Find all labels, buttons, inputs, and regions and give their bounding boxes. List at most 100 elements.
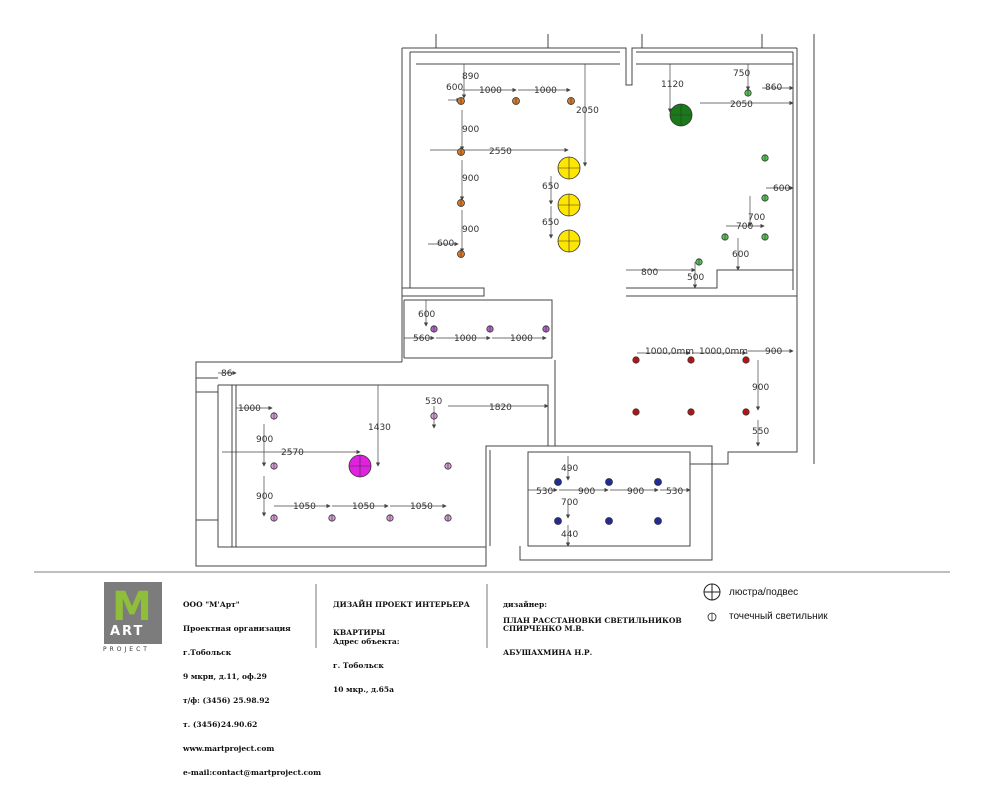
dim-label: 600 [437,239,454,249]
dim-label: 1000 [510,334,533,344]
spotlight-orange [512,97,520,105]
dim-label: 900 [765,347,782,357]
spotlight-pink [444,514,452,522]
dim-label: 500 [687,273,704,283]
dim-label: 650 [542,218,559,228]
dim-label: 700 [736,222,753,232]
sheet-title: ПЛАН РАССТАНОВКИ СВЕТИЛЬНИКОВ [503,616,682,625]
dim-label: 2050 [730,100,753,110]
spotlight-red [742,356,750,364]
company-line: г.Тобольск [183,648,232,657]
logo-art: ART [110,624,145,639]
dim-label: 900 [462,225,479,235]
chandelier-magenta [348,454,372,478]
logo-project: PROJECT [103,646,150,653]
spotlight-violet [430,325,438,333]
dim-label: 600 [446,83,463,93]
dim-label: 600 [418,310,435,320]
address-line: 10 мкр., д.65а [333,685,394,694]
spotlight-pink [430,412,438,420]
dim-label: 1000,0mm [645,347,694,357]
designer-line: дизайнер: [503,600,548,609]
fixtures [270,89,769,525]
spotlight-green [761,194,769,202]
spotlight-red [632,408,640,416]
dim-label: 900 [752,383,769,393]
dim-label: 700 [748,213,765,223]
dim-label: 600 [773,184,790,194]
project-title-line: ДИЗАЙН ПРОЕКТ ИНТЕРЬЕРА [333,600,470,609]
spotlight-blue [654,517,662,525]
dim-label: 700 [561,498,578,508]
legend-chandelier-label: люстра/подвес [729,587,799,598]
dim-label: 2570 [281,448,304,458]
spotlight-blue [605,517,613,525]
dim-label: 530 [425,397,442,407]
dim-label: 900 [578,487,595,497]
spotlight-red [687,356,695,364]
spotlight-pink [386,514,394,522]
spotlight-blue [654,478,662,486]
walls [195,34,815,567]
dim-label: 1120 [661,80,684,90]
dim-label: 1000 [534,86,557,96]
company-line: www.martproject.com [183,744,275,753]
dim-label: 86 [221,369,233,379]
dimension-lines [218,64,794,547]
designer-line: АБУШАХМИНА Н.Р. [503,648,593,657]
dim-label: 1000 [238,404,261,414]
spotlight-orange [457,148,465,156]
dim-label: 900 [256,492,273,502]
dim-label: 440 [561,530,578,540]
spotlight-orange [457,199,465,207]
legend-symbols [703,583,721,622]
dim-label: 550 [752,427,769,437]
dim-label: 650 [542,182,559,192]
spotlight-blue [554,517,562,525]
company-line: т. (3456)24.90.62 [183,720,258,729]
project-title-line: КВАРТИРЫ [333,628,386,637]
dim-label: 530 [666,487,683,497]
dim-label: 890 [462,72,479,82]
spotlight-blue [605,478,613,486]
company-line: 9 мкрн, д.11, оф.29 [183,672,267,681]
spotlight-orange [567,97,575,105]
dim-label: 1000 [479,86,502,96]
dim-label: 490 [561,464,578,474]
spotlight-red [632,356,640,364]
chandelier-icon [703,583,721,601]
dim-label: 560 [413,334,430,344]
address-line: г. Тобольск [333,661,384,670]
spotlight-green [744,89,752,97]
dim-label: 1050 [410,502,433,512]
dim-label: 530 [536,487,553,497]
dim-label: 900 [462,174,479,184]
spotlight-icon [707,612,717,622]
company-info: ООО "М'Арт" Проектная организация г.Тобо… [183,585,321,785]
chandelier-yellow [557,156,581,180]
spotlight-green [695,258,703,266]
dim-label: 2050 [576,106,599,116]
spotlight-red [742,408,750,416]
chandelier-yellow [557,193,581,217]
spotlight-red [687,408,695,416]
floor-plan: 890 600 1000 1000 900 2550 900 900 600 2… [195,34,815,567]
spotlight-violet [486,325,494,333]
spotlight-blue [554,478,562,486]
designer-line: СПИРЧЕНКО М.В. [503,624,585,633]
spotlight-orange [457,250,465,258]
dim-label: 600 [732,250,749,260]
dim-label: 1000,0mm [699,347,748,357]
spotlight-green [721,233,729,241]
dim-label: 900 [627,487,644,497]
spotlight-pink [270,462,278,470]
spotlight-orange [457,97,465,105]
company-line: ООО "М'Арт" [183,600,240,609]
dim-label: 1430 [368,423,391,433]
dim-label: 860 [765,83,782,93]
designers: дизайнер: СПИРЧЕНКО М.В. АБУШАХМИНА Н.Р. [503,585,592,665]
dimension-labels: 890 600 1000 1000 900 2550 900 900 600 2… [221,69,790,540]
spotlight-green [761,154,769,162]
spotlight-green [761,233,769,241]
dim-label: 1000 [454,334,477,344]
